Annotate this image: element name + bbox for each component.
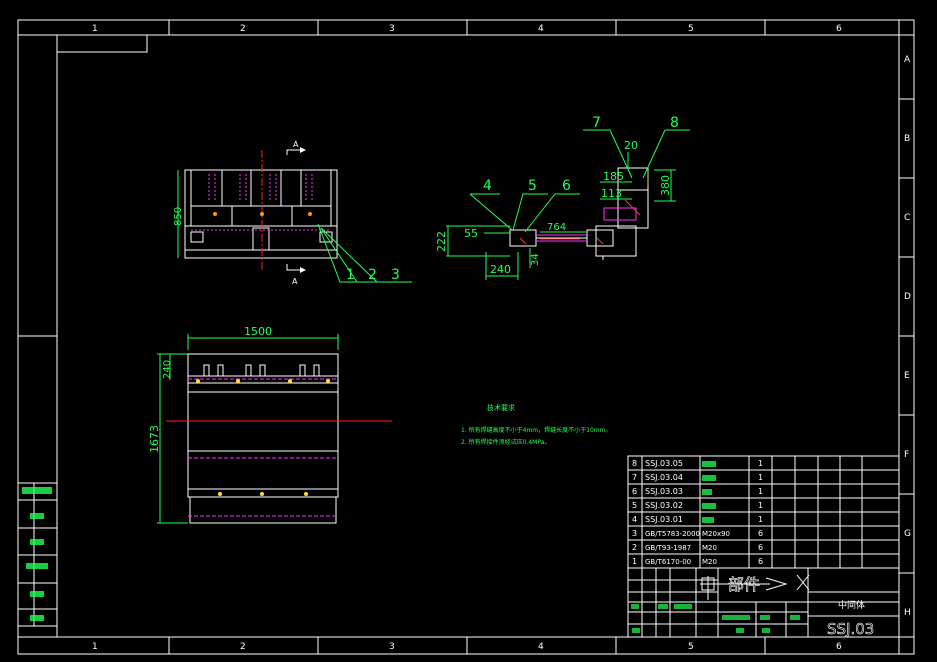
zone-label-bottom-5: 5 <box>688 642 694 652</box>
dim-764: 764 <box>547 222 566 233</box>
zone-label-right-d: D <box>904 292 911 302</box>
section-mark-top: A <box>293 140 299 149</box>
front-height-dim: 850 <box>173 207 184 226</box>
upper-left-tab <box>56 34 148 53</box>
bom-row-4-no: 4 <box>632 515 637 524</box>
zone-label-top-6: 6 <box>836 24 842 34</box>
title-drawing-number: SSJ.03 <box>827 620 874 638</box>
dim-380: 380 <box>659 175 672 196</box>
bom-row-2-code: GB/T93-1987 <box>645 544 691 552</box>
bom-row-4-qty: 1 <box>758 515 763 524</box>
zone-label-top-4: 4 <box>538 24 544 34</box>
zone-label-top-1: 1 <box>92 24 98 34</box>
dim-20: 20 <box>624 139 638 152</box>
bom-row-2-name: M20 <box>702 544 717 552</box>
callout-2: 2 <box>368 267 377 283</box>
bom-row-5-no: 5 <box>632 501 637 510</box>
bom-table: 8 SSJ.03.05 1 7 SSJ.03.04 1 6 SSJ.03.03 … <box>627 455 900 569</box>
bom-row-7-code: SSJ.03.04 <box>645 473 683 482</box>
zone-label-right-g: G <box>904 529 911 539</box>
bom-row-6-qty: 1 <box>758 487 763 496</box>
zone-label-right-f: F <box>904 450 909 460</box>
bom-row-4-code: SSJ.03.01 <box>645 515 683 524</box>
plan-height-dim: 1673 <box>148 425 161 453</box>
plan-width-dim: 1500 <box>244 325 272 338</box>
bom-row-7-no: 7 <box>632 473 637 482</box>
bom-row-2-qty: 6 <box>758 543 763 552</box>
bom-row-5-code: SSJ.03.02 <box>645 501 683 510</box>
callout-4: 4 <box>483 178 492 194</box>
zone-label-right-e: E <box>904 371 910 381</box>
zone-label-top-5: 5 <box>688 24 694 34</box>
zone-label-bottom-3: 3 <box>389 642 395 652</box>
dim-222: 222 <box>435 231 448 252</box>
callout-3: 3 <box>391 267 400 283</box>
technical-notes-title: 技术要求 <box>487 403 515 412</box>
bom-row-6-code: SSJ.03.03 <box>645 487 683 496</box>
bom-row-1-name: M20 <box>702 558 717 566</box>
bom-row-3-qty: 6 <box>758 529 763 538</box>
zone-strip-bottom: 1 2 3 4 5 6 <box>18 636 914 654</box>
dim-113: 113 <box>601 187 622 200</box>
callout-7: 7 <box>592 115 601 131</box>
dim-55: 55 <box>464 227 478 240</box>
plan-view: 1500 1673 240 <box>148 325 392 524</box>
technical-notes-line-2: 2. 所有焊接件须经试压0.4MPa。 <box>461 438 550 446</box>
zone-label-top-3: 3 <box>389 24 395 34</box>
outer-border <box>17 19 915 655</box>
zone-strip-top: 1 2 3 4 5 6 <box>18 20 914 36</box>
dim-240: 240 <box>490 263 511 276</box>
zone-label-bottom-1: 1 <box>92 642 98 652</box>
bom-row-7-qty: 1 <box>758 473 763 482</box>
bom-row-2-no: 2 <box>632 543 637 552</box>
section-view: 20 185 113 380 55 222 764 240 34 4 5 6 7… <box>435 115 690 280</box>
inner-border <box>56 34 900 638</box>
section-mark-bottom: A <box>292 277 298 286</box>
callout-6: 6 <box>562 178 571 194</box>
bom-row-6-no: 6 <box>632 487 637 496</box>
zone-label-top-2: 2 <box>240 24 246 34</box>
front-view: 850 A A 1 2 3 <box>173 140 412 286</box>
bom-row-8-qty: 1 <box>758 459 763 468</box>
callout-1: 1 <box>346 267 355 283</box>
technical-notes-line-1: 1. 所有焊缝高度不小于4mm，焊缝长度不小于10mm。 <box>461 426 611 434</box>
dim-34: 34 <box>530 253 541 266</box>
bom-row-3-no: 3 <box>632 529 637 538</box>
left-margin-strip <box>17 335 58 627</box>
zone-label-bottom-4: 4 <box>538 642 544 652</box>
technical-notes: 技术要求 1. 所有焊缝高度不小于4mm，焊缝长度不小于10mm。 2. 所有焊… <box>461 403 611 446</box>
zone-label-right-h: H <box>904 608 911 618</box>
plan-band-dim: 240 <box>162 360 173 379</box>
bom-row-8-code: SSJ.03.05 <box>645 459 683 468</box>
zone-label-bottom-6: 6 <box>836 642 842 652</box>
callout-8: 8 <box>670 115 679 131</box>
bom-row-1-qty: 6 <box>758 557 763 566</box>
title-drawing-name: 中间体 <box>838 599 865 611</box>
bom-row-1-no: 1 <box>632 557 637 566</box>
zone-label-right-c: C <box>904 213 910 223</box>
bom-row-5-qty: 1 <box>758 501 763 510</box>
callout-5: 5 <box>528 178 537 194</box>
title-block: 部件 中间体 SSJ.03 <box>627 567 900 638</box>
dim-185: 185 <box>603 170 624 183</box>
zone-strip-right: A B C D E F G H <box>898 20 914 654</box>
zone-label-right-b: B <box>904 134 910 144</box>
bom-row-8-no: 8 <box>632 459 637 468</box>
bom-row-3-name: M20x90 <box>702 530 730 538</box>
zone-label-right-a: A <box>904 55 911 65</box>
bom-row-1-code: GB/T6170-00 <box>645 558 691 566</box>
zone-label-bottom-2: 2 <box>240 642 246 652</box>
bom-row-3-code: GB/T5783-2000 <box>645 530 700 538</box>
